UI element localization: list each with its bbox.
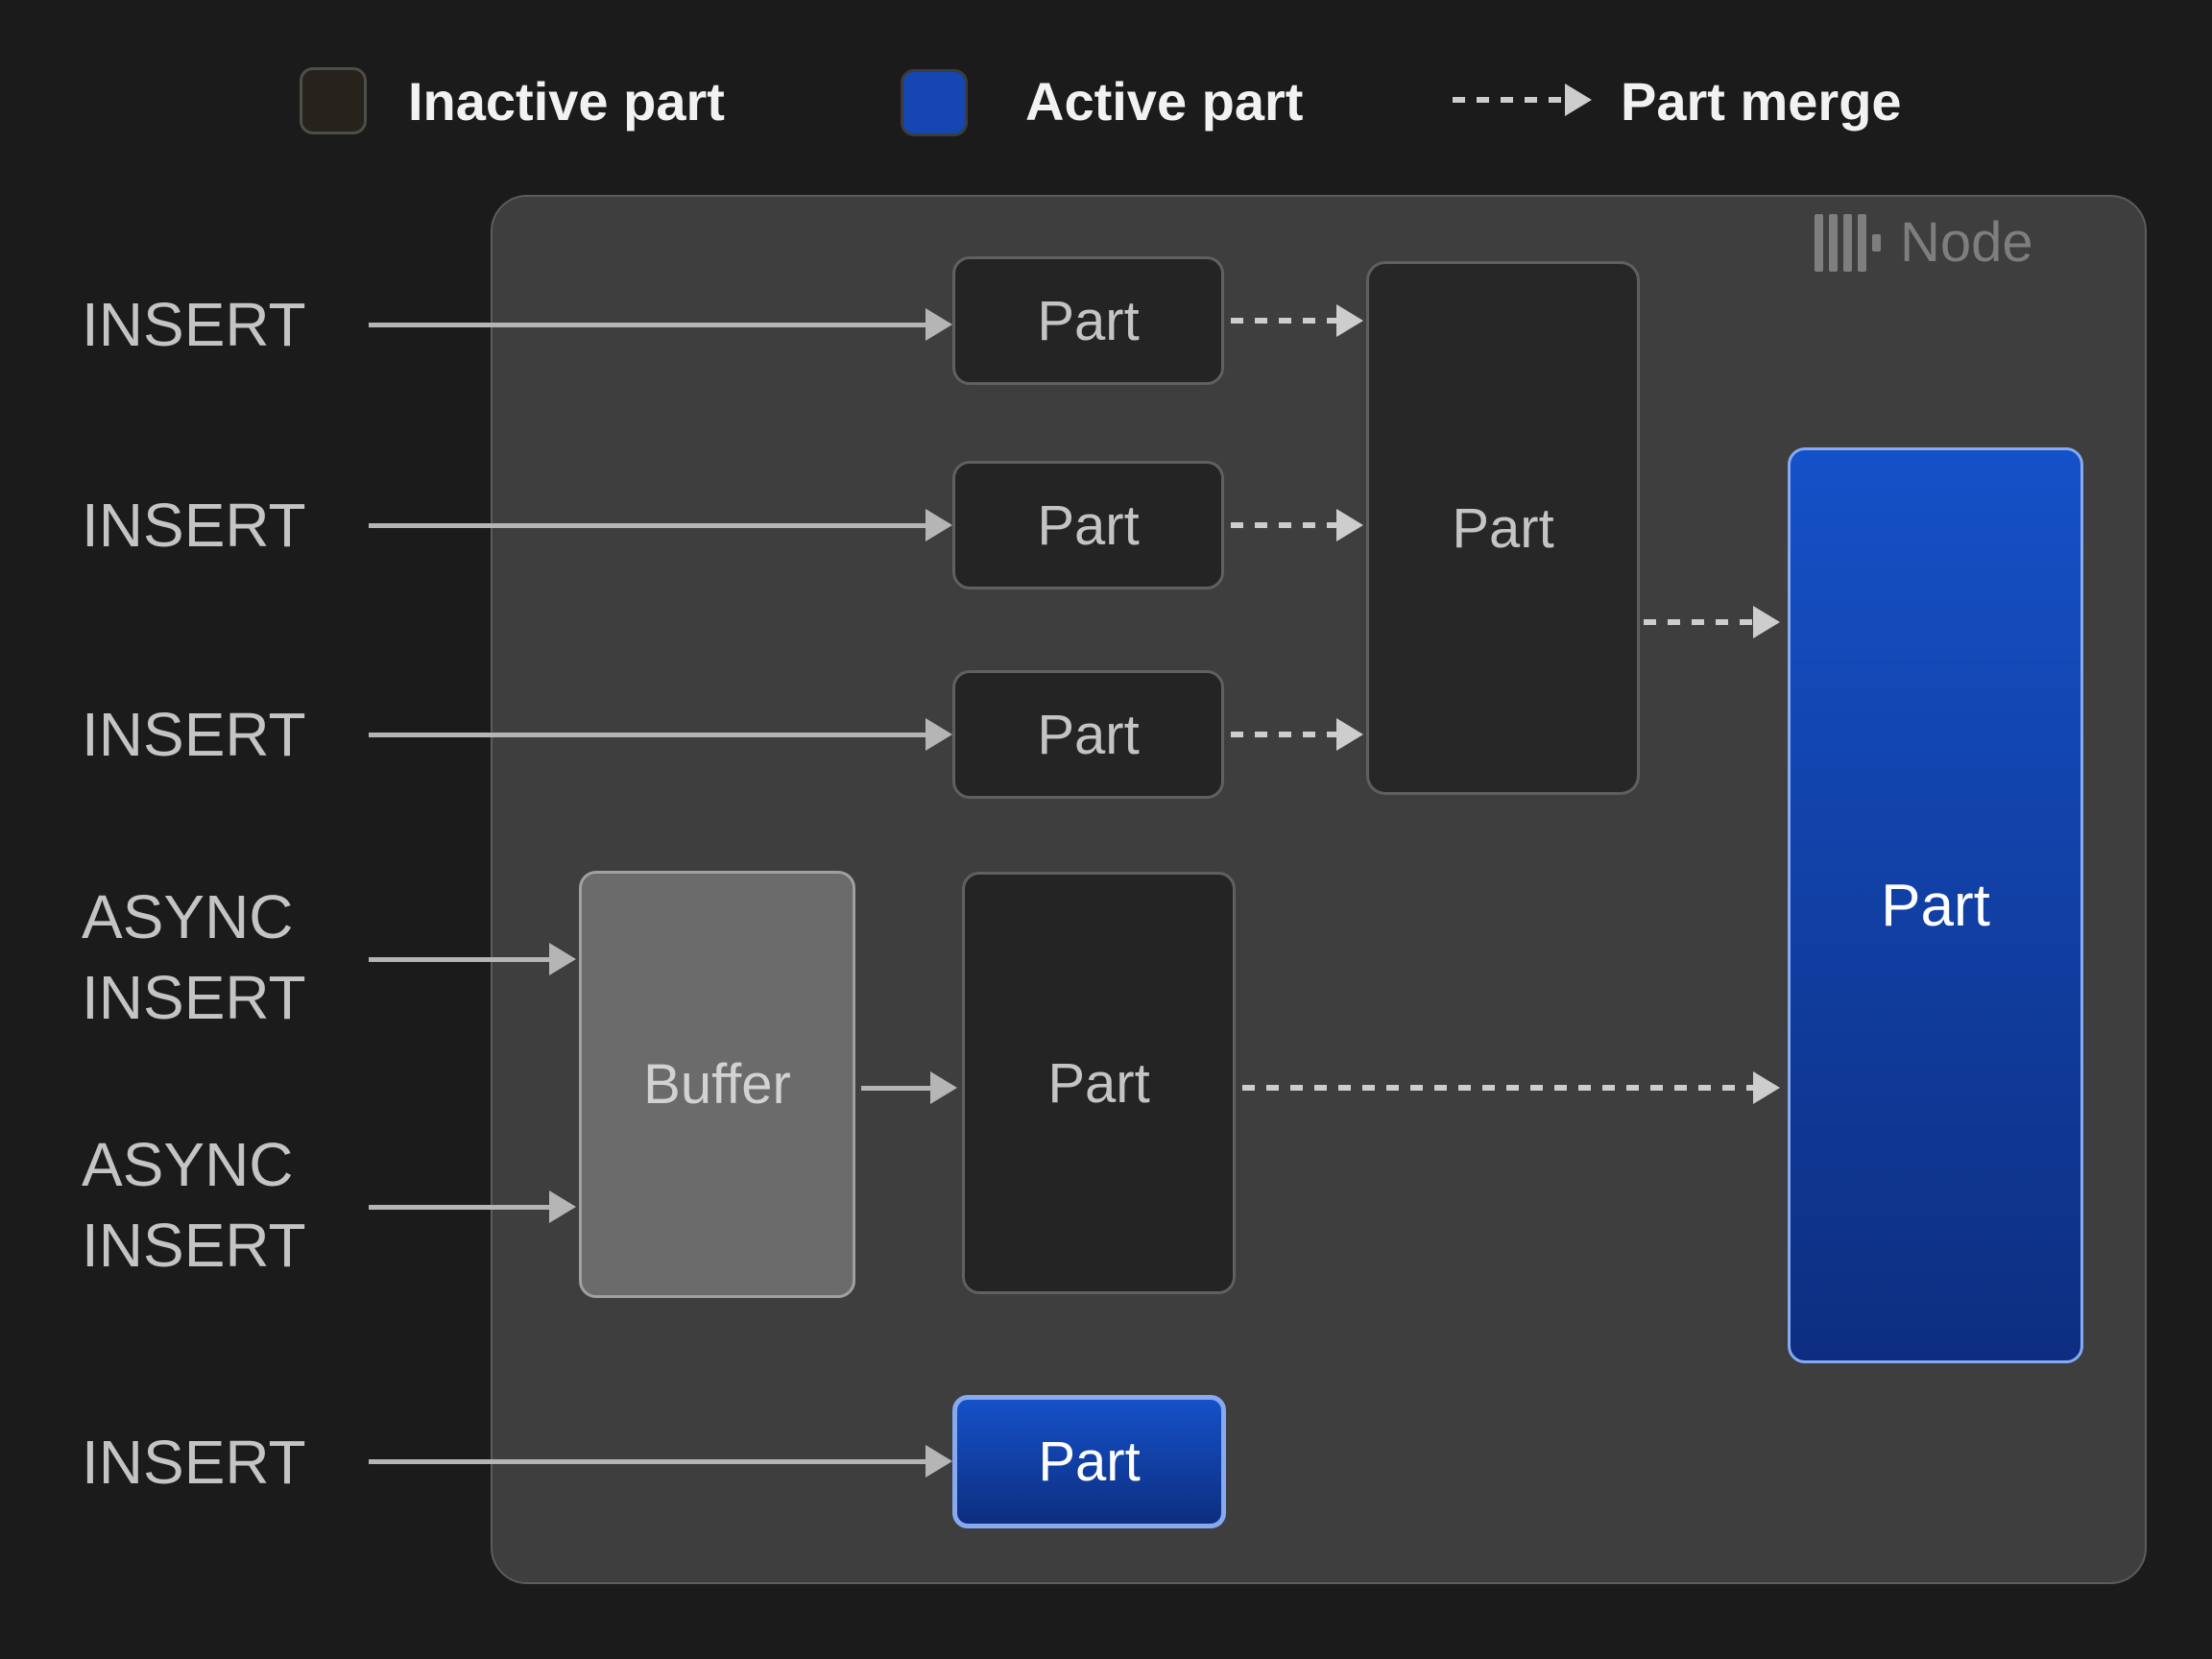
arrow-head [926,308,952,341]
merge-arrow-to-active [1644,606,1780,638]
arrow-head [926,1445,952,1478]
insert-label-1: INSERT [82,290,306,359]
part-box-label: Part [1452,496,1554,560]
part-box-1: Part [952,256,1224,385]
arrow-line [1231,522,1336,528]
arrow-line [861,1085,930,1091]
arrow-head [926,509,952,541]
insert-arrow-4 [369,1445,952,1478]
buffer-box-label: Buffer [643,1053,791,1116]
arrow-head [549,1190,576,1223]
async-insert-label-2: ASYNC INSERT [82,1124,306,1286]
active-part-box-main: Part [1788,447,2083,1363]
active-part-box-new: Part [952,1395,1226,1528]
arrow-line [369,1458,926,1464]
part-box-2: Part [952,461,1224,589]
arrow-head [1565,84,1592,116]
insert-arrow-3 [369,718,952,751]
arrow-line [1242,1085,1753,1091]
merge-arrow-async-to-active [1242,1071,1780,1104]
part-box-label: Part [1047,1051,1150,1115]
arrow-line [369,732,926,737]
insert-arrow-2 [369,509,952,541]
part-box-label: Part [1037,703,1140,766]
arrow-head [1336,304,1363,337]
insert-label-3: INSERT [82,700,306,769]
buffer-to-part-arrow [861,1071,957,1104]
insert-label-2: INSERT [82,491,306,560]
arrow-line [1231,318,1336,324]
arrow-line [369,1204,549,1210]
legend-merge-label: Part merge [1621,71,1902,132]
part-box-label: Part [1038,1431,1141,1493]
legend-active-label: Active part [1025,71,1304,132]
buffer-box: Buffer [579,871,855,1298]
active-part-swatch [901,69,968,136]
clickhouse-logo-icon [1815,214,1881,272]
async-insert-arrow-1 [369,943,576,975]
async-insert-label-1: ASYNC INSERT [82,877,306,1038]
arrow-head [930,1071,957,1104]
node-title: Node [1815,213,2033,273]
arrow-head [1753,1071,1780,1104]
merged-part-box: Part [1366,261,1640,795]
arrow-head [926,718,952,751]
arrow-line [369,322,926,327]
async-insert-line1: ASYNC [82,882,294,951]
part-box-label: Part [1037,289,1140,352]
part-box-label: Part [1881,872,1990,939]
arrow-line [1231,732,1336,737]
async-part-box: Part [962,872,1236,1294]
legend-inactive-label: Inactive part [408,71,725,132]
merge-arrow-part1 [1231,304,1363,337]
legend-merge-arrow-icon [1453,84,1592,116]
async-insert-arrow-2 [369,1190,576,1223]
arrow-head [549,943,576,975]
arrow-head [1336,509,1363,541]
part-box-label: Part [1037,493,1140,557]
async-insert-line2: INSERT [82,1211,306,1280]
async-insert-line1: ASYNC [82,1130,294,1199]
arrow-head [1753,606,1780,638]
arrow-line [369,522,926,528]
arrow-head [1336,718,1363,751]
inactive-part-swatch [300,67,367,134]
arrow-line [369,956,549,962]
arrow-line [1644,619,1753,625]
async-insert-line2: INSERT [82,963,306,1032]
insert-arrow-1 [369,308,952,341]
part-box-3: Part [952,670,1224,799]
merge-arrow-part2 [1231,509,1363,541]
insert-label-4: INSERT [82,1428,306,1497]
node-label: Node [1900,211,2033,274]
merge-arrow-part3 [1231,718,1363,751]
arrow-line [1453,97,1565,103]
